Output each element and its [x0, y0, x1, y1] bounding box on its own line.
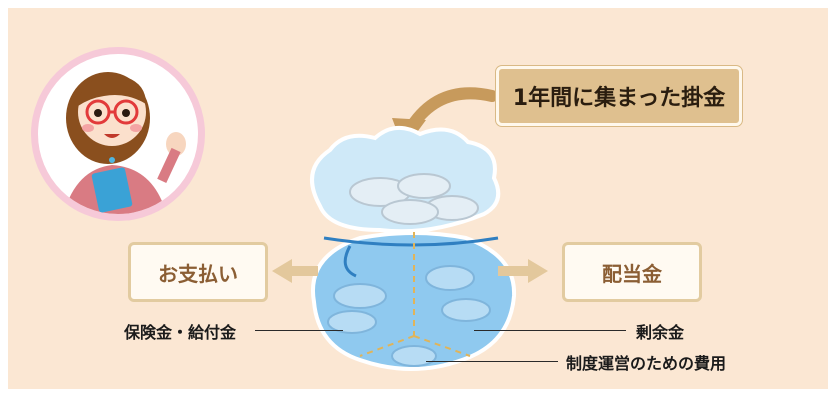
right-arrow-icon	[498, 259, 548, 283]
surplus-note: 剰余金	[636, 323, 685, 342]
dividend-box: 配当金	[562, 242, 702, 302]
admin-leader-line	[426, 361, 558, 362]
insurance-benefit-note: 保険金・給付金	[124, 323, 237, 342]
woman-avatar-icon	[31, 47, 205, 221]
surplus-leader-line	[474, 330, 626, 331]
payments-box: お支払い	[128, 242, 268, 302]
admin-cost-note: 制度運営のための費用	[566, 354, 727, 373]
left-arrow-icon	[272, 259, 318, 283]
collected-premium-title: 1年間に集まった掛金	[496, 66, 742, 126]
insurance-leader-line	[255, 330, 343, 331]
money-bag-icon	[310, 126, 517, 371]
